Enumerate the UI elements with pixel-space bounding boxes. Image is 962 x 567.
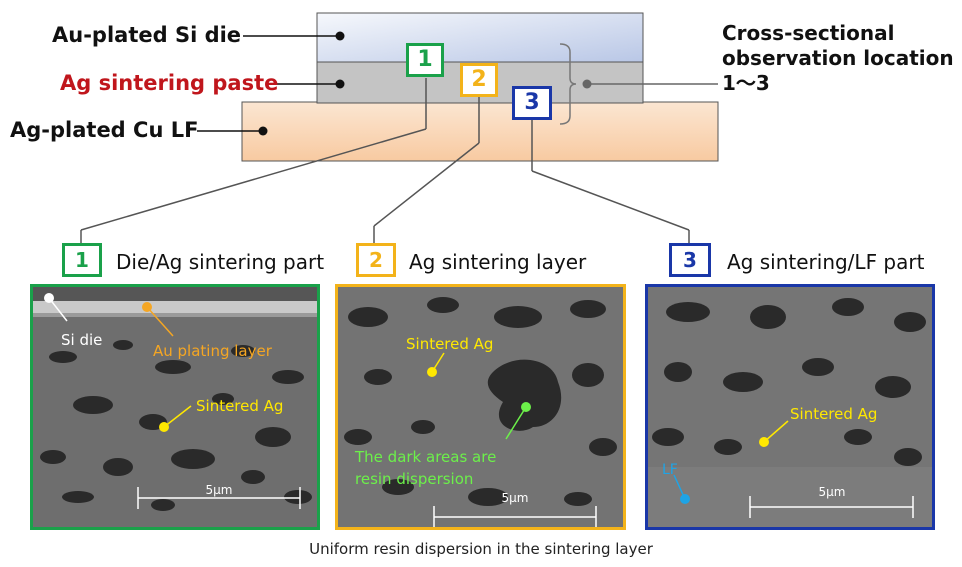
- panel-3-label-sintered-ag: Sintered Ag: [790, 405, 877, 423]
- panel-2-scale-label: 5μm: [502, 491, 529, 505]
- marker-3: 3: [512, 86, 552, 120]
- si-die: [316, 12, 644, 63]
- panel-2-image: 5μm Sintered Ag The dark areas are resin…: [338, 287, 623, 527]
- observation-label: Cross-sectional observation location 1～3: [722, 21, 954, 95]
- panel-1-scale-label: 5μm: [206, 483, 233, 497]
- paste-label: Ag sintering paste: [60, 71, 279, 95]
- panel-1-label-au-plating: Au plating layer: [153, 342, 273, 360]
- panel-1-number: 1: [62, 243, 102, 277]
- panel-2-label-dark-areas-2: resin dispersion: [355, 470, 473, 488]
- panel-2-label-dark-areas-1: The dark areas are: [354, 448, 496, 466]
- panel-1-title: Die/Ag sintering part: [116, 250, 325, 274]
- panel-2-number: 2: [356, 243, 396, 277]
- panel-2-title: Ag sintering layer: [409, 250, 587, 274]
- panel-2-label-sintered-ag: Sintered Ag: [406, 335, 493, 353]
- panel-3-micrograph: 5μm Sintered Ag LF: [645, 284, 935, 530]
- die-label: Au-plated Si die: [52, 23, 242, 47]
- panel-2-micrograph: 5μm Sintered Ag The dark areas are resin…: [335, 284, 626, 530]
- lf-label: Ag-plated Cu LF: [10, 118, 199, 142]
- panel-1-micrograph: 5μm Si die Au plating layer Sintered Ag: [30, 284, 320, 530]
- panel-1-label-sintered-ag: Sintered Ag: [196, 397, 283, 415]
- observation-bracket: [559, 43, 577, 125]
- panel-3-image: 5μm Sintered Ag LF: [648, 287, 932, 527]
- lf-dot: [258, 126, 268, 136]
- figure-caption: Uniform resin dispersion in the sinterin…: [309, 540, 653, 558]
- panel-3-title: Ag sintering/LF part: [727, 250, 925, 274]
- marker-2: 2: [460, 63, 498, 97]
- lead-frame: [241, 101, 719, 162]
- marker-1: 1: [406, 43, 444, 77]
- paste-dot: [335, 79, 345, 89]
- panel-1-image: 5μm Si die Au plating layer Sintered Ag: [33, 287, 317, 527]
- panel-1-label-si-die: Si die: [61, 331, 102, 349]
- panel-3-number: 3: [669, 243, 711, 277]
- die-dot: [335, 31, 345, 41]
- panel-3-label-lf: LF: [662, 462, 678, 478]
- observation-dot: [582, 79, 592, 89]
- panel-3-scale-label: 5μm: [819, 485, 846, 499]
